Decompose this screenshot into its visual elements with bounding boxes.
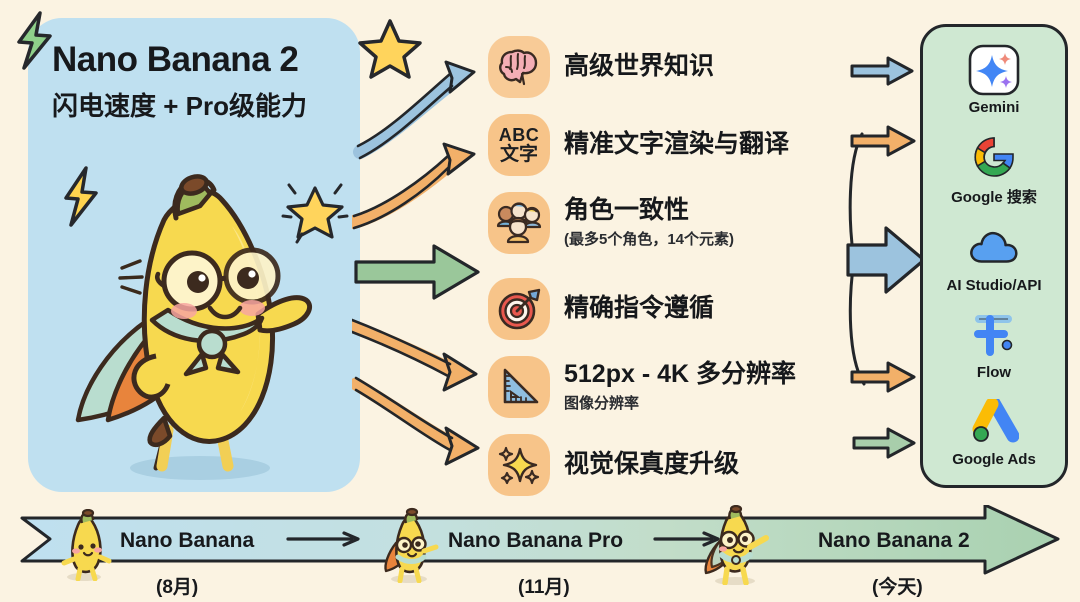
- lightning-bolt-yellow-icon: [56, 165, 104, 229]
- timeline-label-2: Nano Banana Pro: [448, 529, 624, 552]
- right-arrow-2: [850, 125, 916, 157]
- sparkle-icon: [488, 434, 550, 496]
- left-arrow-4: [352, 318, 478, 392]
- right-arrow-1: [850, 56, 914, 86]
- product-google-ads[interactable]: Google Ads: [952, 396, 1036, 468]
- product-google-search[interactable]: Google 搜索: [951, 131, 1037, 207]
- target-dart-icon: [488, 278, 550, 340]
- timeline-date-1: (8月): [156, 577, 199, 598]
- right-arrow-4: [850, 361, 916, 393]
- feature-row-3[interactable]: 角色一致性 (最多5个角色，14个元素): [488, 192, 734, 254]
- abc-icon-bottom: 文字: [499, 144, 538, 165]
- product-label: Google 搜索: [951, 189, 1037, 207]
- timeline-connector-2: [653, 531, 720, 547]
- feature-title: 高级世界知识: [564, 52, 715, 81]
- product-label: Flow: [976, 363, 1012, 381]
- feature-row-4[interactable]: 精确指令遵循: [488, 278, 714, 340]
- right-arrow-3: [846, 226, 926, 294]
- hero-to-features-arrows: [352, 60, 480, 466]
- timeline-date-3: (今天): [872, 577, 923, 598]
- feature-subtitle: (最多5个角色，14个元素): [564, 230, 735, 248]
- product-label: Gemini: [968, 99, 1020, 117]
- abc-text-icon: ABC 文字: [488, 114, 550, 176]
- product-ai-studio[interactable]: AI Studio/API: [947, 222, 1042, 294]
- products-panel: Gemini Google 搜索 AI Studio/API: [920, 24, 1068, 488]
- timeline-label-3: Nano Banana 2: [818, 529, 970, 552]
- ruler-triangle-icon: [488, 356, 550, 418]
- page-title: Nano Banana 2: [52, 40, 299, 79]
- product-label: AI Studio/API: [946, 276, 1042, 294]
- feature-row-2[interactable]: ABC 文字 精准文字渲染与翻译: [488, 114, 789, 176]
- ai-studio-cloud-icon: [968, 222, 1020, 274]
- left-arrow-2: [352, 142, 476, 230]
- action-lines-icon: [112, 255, 146, 306]
- brain-icon: [488, 36, 550, 98]
- timeline-banana-pro: [378, 507, 440, 588]
- timeline-date-2: (11月): [518, 577, 570, 598]
- abc-icon-top: ABC: [498, 125, 540, 145]
- gemini-icon: [968, 44, 1020, 96]
- page-subtitle: 闪电速度 + Pro级能力: [52, 91, 307, 121]
- timeline: Nano Banana (8月) Nano Banana Pro (11月) N…: [0, 504, 1080, 602]
- feature-title: 精准文字渲染与翻译: [564, 130, 790, 159]
- timeline-connector-1: [286, 531, 360, 547]
- google-g-icon: [968, 131, 1020, 183]
- feature-row-6[interactable]: 视觉保真度升级: [488, 434, 739, 496]
- star-yellow-mid-icon: [277, 172, 353, 248]
- feature-title: 视觉保真度升级: [564, 450, 740, 479]
- left-arrow-3: [354, 244, 480, 300]
- product-gemini[interactable]: Gemini: [968, 44, 1020, 116]
- product-flow[interactable]: Flow: [968, 309, 1020, 381]
- feature-row-1[interactable]: 高级世界知识: [488, 36, 714, 98]
- people-group-icon: [488, 192, 550, 254]
- product-label: Google Ads: [952, 450, 1036, 468]
- timeline-bar: [20, 505, 1060, 575]
- right-arrow-5: [852, 427, 916, 459]
- timeline-banana-plain: [56, 508, 112, 586]
- left-arrow-1: [353, 60, 476, 160]
- banana-mascot-illustration: [72, 168, 322, 483]
- star-yellow-top-icon: [356, 16, 424, 82]
- google-ads-icon: [968, 396, 1020, 448]
- feature-title: 512px - 4K 多分辨率: [564, 360, 797, 389]
- feature-row-5[interactable]: 512px - 4K 多分辨率 图像分辨率: [488, 356, 796, 418]
- feature-subtitle: 图像分辨率: [564, 394, 640, 412]
- left-arrow-5: [352, 376, 480, 466]
- feature-title: 角色一致性: [564, 196, 690, 225]
- flow-icon: [968, 309, 1020, 361]
- features-to-products-arrows: [846, 56, 926, 459]
- feature-title: 精确指令遵循: [564, 294, 715, 323]
- lightning-bolt-green-icon: [6, 10, 62, 72]
- timeline-label-1: Nano Banana: [120, 529, 255, 552]
- timeline-banana-hero: [700, 504, 770, 590]
